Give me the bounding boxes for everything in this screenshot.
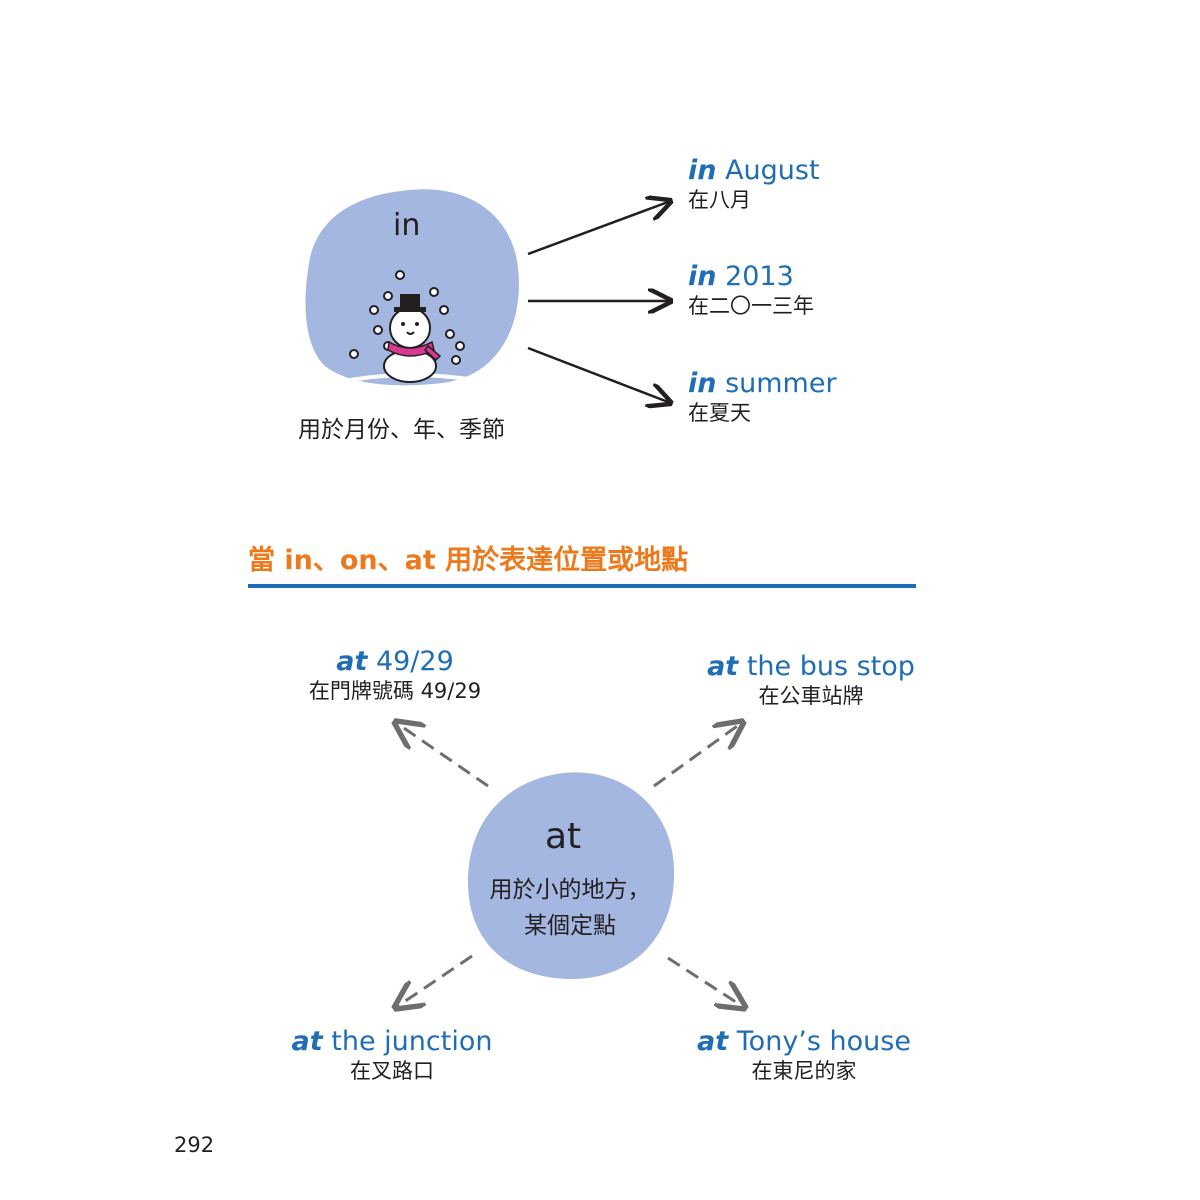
- arrow-icon: [653, 724, 740, 788]
- at-item-top-right: at the bus stop 在公車站牌: [707, 651, 915, 708]
- at-bubble-illustration: [467, 772, 675, 979]
- at-item-top-left: at 49/29 在門牌號碼 49/29: [308, 646, 482, 703]
- at-bubble-line2: 某個定點: [524, 913, 616, 939]
- at-bubble-word: at: [545, 816, 582, 857]
- heading-rule: [248, 584, 916, 588]
- in-bubble: [305, 189, 519, 386]
- in-item-august: in August 在八月: [688, 155, 820, 212]
- arrow-icon: [398, 724, 489, 788]
- in-item-summer: in summer 在夏天: [688, 368, 837, 425]
- in-caption: 用於月份、年、季節: [298, 417, 505, 443]
- in-item-2013: in 2013 在二〇一三年: [688, 261, 814, 318]
- in-bubble-word: in: [393, 208, 421, 243]
- at-dashed-arrows: [380, 710, 760, 1020]
- arrow-icon: [667, 956, 742, 1006]
- at-bubble: [467, 772, 675, 979]
- arrow-icon: [527, 202, 668, 256]
- arrow-icon: [398, 954, 473, 1006]
- at-item-bottom-right: at Tony’s house 在東尼的家: [697, 1026, 911, 1083]
- arrow-icon: [527, 346, 668, 402]
- in-arrows: [527, 190, 680, 420]
- at-item-bottom-left: at the junction 在叉路口: [291, 1026, 493, 1083]
- at-bubble-line1: 用於小的地方，: [489, 877, 651, 903]
- snowman-icon: [383, 294, 442, 383]
- in-bubble-illustration: [305, 189, 519, 386]
- page-number: 292: [174, 1133, 215, 1157]
- section-heading: 當 in、on、at 用於表達位置或地點: [248, 545, 689, 576]
